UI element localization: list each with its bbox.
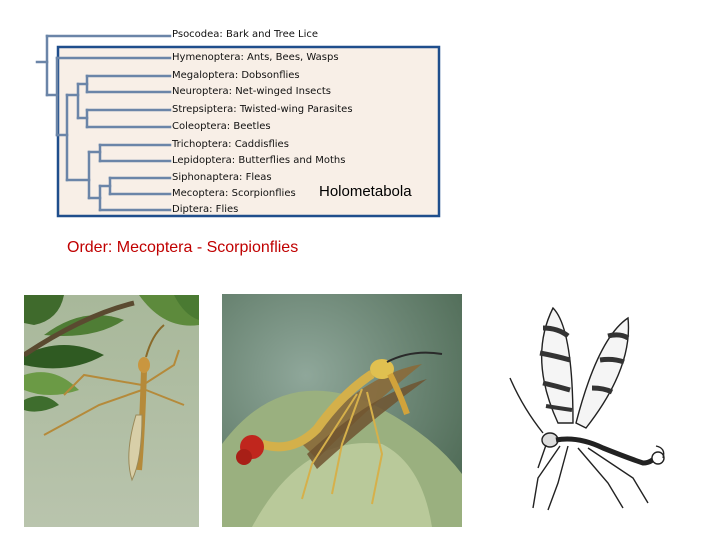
taxon-label-mecoptera: Mecoptera: Scorpionflies bbox=[172, 188, 296, 199]
taxon-label-hymenoptera: Hymenoptera: Ants, Bees, Wasps bbox=[172, 52, 339, 63]
taxon-label-siphonaptera: Siphonaptera: Fleas bbox=[172, 172, 272, 183]
holometabola-label: Holometabola bbox=[319, 183, 412, 200]
taxon-label-psocodea: Psocodea: Bark and Tree Lice bbox=[172, 29, 319, 40]
order-title: Order: Mecoptera - Scorpionflies bbox=[67, 239, 299, 256]
phylogeny-tree bbox=[35, 34, 441, 218]
taxon-label-neuroptera: Neuroptera: Net-winged Insects bbox=[172, 86, 331, 97]
scorpionfly-photo-on-leaf bbox=[24, 295, 199, 527]
taxon-label-strepsiptera: Strepsiptera: Twisted-wing Parasites bbox=[172, 104, 353, 115]
scorpionfly-line-drawing bbox=[498, 298, 680, 515]
taxon-label-lepidoptera: Lepidoptera: Butterflies and Moths bbox=[172, 155, 346, 166]
taxon-label-megaloptera: Megaloptera: Dobsonflies bbox=[172, 70, 300, 81]
taxon-label-diptera: Diptera: Flies bbox=[172, 204, 239, 215]
scorpionfly-photo-closeup bbox=[222, 294, 462, 527]
taxon-label-trichoptera: Trichoptera: Caddisflies bbox=[172, 139, 289, 150]
taxon-label-coleoptera: Coleoptera: Beetles bbox=[172, 121, 271, 132]
